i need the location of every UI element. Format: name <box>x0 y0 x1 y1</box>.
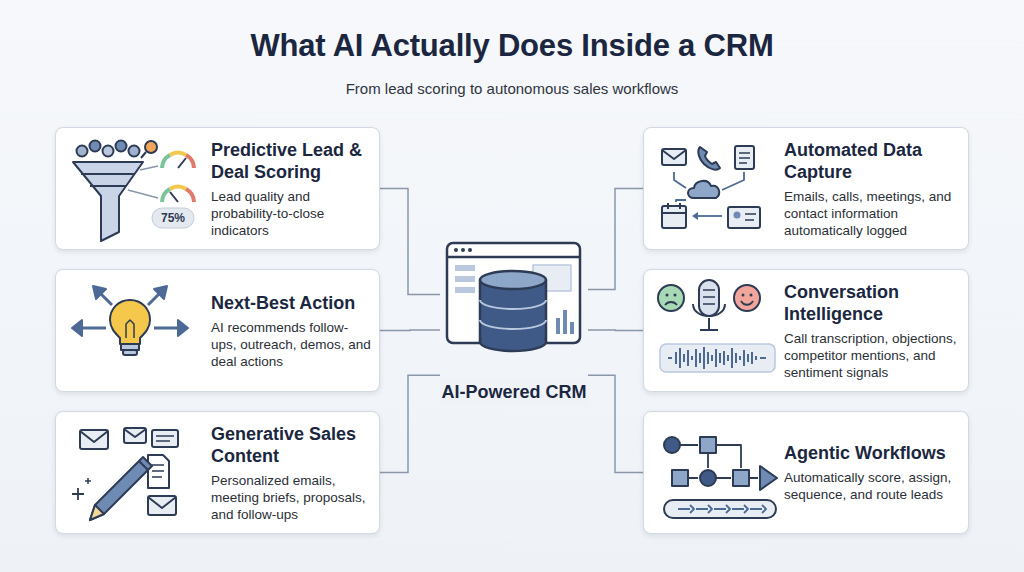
gauge-icons <box>128 153 194 228</box>
feature-card: Predictive Lead & Deal ScoringLead quali… <box>55 127 380 250</box>
connector-line <box>380 329 440 331</box>
connector-line <box>588 329 643 331</box>
card-text: Predictive Lead & Deal ScoringLead quali… <box>211 128 373 249</box>
feature-card: Agentic WorkflowsAutomatically score, as… <box>643 411 969 534</box>
card-heading: Predictive Lead & Deal Scoring <box>211 139 373 183</box>
workflow-icon <box>664 437 777 518</box>
connector-line <box>380 375 440 472</box>
diagram-title: What AI Actually Does Inside a CRM <box>0 28 1024 64</box>
connector-line <box>588 375 643 472</box>
lightbulb-icon <box>72 286 188 355</box>
feature-card: Conversation IntelligenceCall transcript… <box>643 269 969 392</box>
crm-hub: AI-Powered CRM <box>440 240 588 405</box>
card-text: Agentic WorkflowsAutomatically score, as… <box>784 412 962 533</box>
connector-line <box>588 189 643 290</box>
card-heading: Next-Best Action <box>211 292 373 314</box>
card-text: Generative Sales ContentPersonalized ema… <box>211 412 373 533</box>
feature-card: Automated Data CaptureEmails, calls, mee… <box>643 127 969 250</box>
content-icon <box>72 428 178 520</box>
card-text: Next-Best Action AI recommends follow-ups… <box>211 270 373 391</box>
crm-window-icon <box>447 243 580 351</box>
card-heading: Generative Sales Content <box>211 423 373 467</box>
diagram-subtitle: From lead scoring to autonomous sales wo… <box>0 80 1024 97</box>
hub-label: AI-Powered CRM <box>440 380 588 405</box>
card-heading: Agentic Workflows <box>784 442 962 464</box>
card-description: Call transcription, objections, competit… <box>784 330 962 381</box>
feature-card: Next-Best Action AI recommends follow-ups… <box>55 269 380 392</box>
funnel-icon <box>73 141 157 242</box>
card-heading: Automated Data Capture <box>784 139 962 183</box>
card-description: Lead quality and probability-to-close in… <box>211 188 373 239</box>
card-text: Automated Data CaptureEmails, calls, mee… <box>784 128 962 249</box>
card-text: Conversation IntelligenceCall transcript… <box>784 270 962 391</box>
card-description: Personalized emails, meeting briefs, pro… <box>211 472 373 523</box>
card-description: Emails, calls, meetings, and contact inf… <box>784 188 962 239</box>
connector-line <box>380 189 440 295</box>
card-description: Automatically score, assign, sequence, a… <box>784 469 962 503</box>
data-capture-icon <box>662 146 760 228</box>
card-description: AI recommends follow-ups, outreach, demo… <box>211 319 373 370</box>
card-heading: Conversation Intelligence <box>784 281 962 325</box>
feature-card: Generative Sales ContentPersonalized ema… <box>55 411 380 534</box>
conversation-icon <box>658 280 775 372</box>
